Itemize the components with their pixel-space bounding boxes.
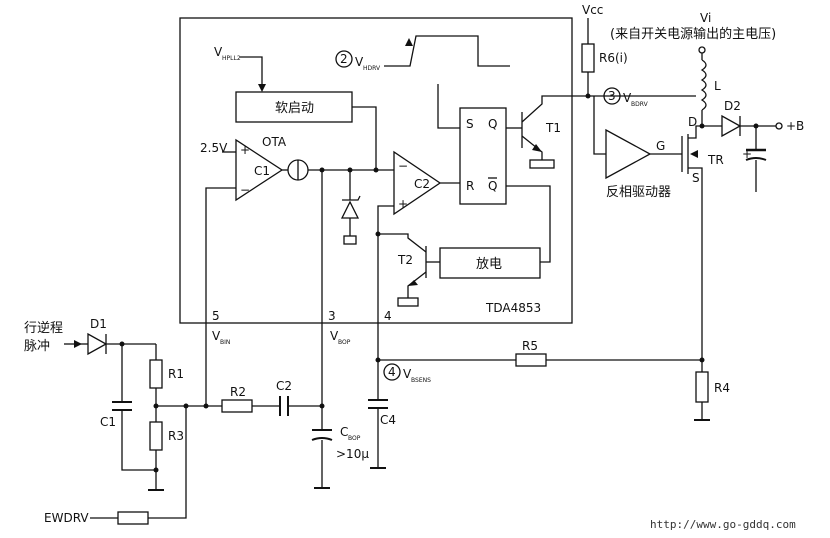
- diode-d1: D1: [80, 317, 156, 356]
- svg-text:R5: R5: [522, 339, 538, 353]
- svg-text:R3: R3: [168, 429, 184, 443]
- vhpll2-input: V HPLL2: [214, 45, 266, 92]
- discharge-block: 放电: [426, 247, 541, 279]
- pin-labels: 5 V BIN 3 V BOP 4: [212, 309, 392, 346]
- svg-text:5: 5: [212, 309, 220, 323]
- internal-zener: [340, 170, 361, 245]
- svg-text:BDRV: BDRV: [631, 101, 649, 108]
- inverting-driver: G 反相驱动器: [593, 96, 682, 200]
- comparator-c2: − + C2: [375, 150, 460, 312]
- capacitor-c1: C1: [100, 344, 156, 471]
- svg-text:BSENS: BSENS: [411, 377, 431, 384]
- svg-text:C2: C2: [276, 379, 292, 393]
- resistor-r4: R4: [694, 360, 730, 421]
- resistor-r5: R5: [378, 339, 705, 367]
- svg-text:脉冲: 脉冲: [24, 339, 50, 354]
- transistor-t2: T2: [378, 233, 427, 307]
- svg-text:>10μ: >10μ: [336, 447, 369, 461]
- svg-text:TR: TR: [707, 153, 724, 167]
- pin3-vbdrv: 3 V BDRV: [603, 87, 649, 108]
- pin2-vhdrv: 2 V HDRV: [335, 35, 510, 72]
- ic-label: TDA4853: [485, 301, 541, 315]
- svg-text:+: +: [240, 143, 250, 157]
- svg-text:OTA: OTA: [262, 135, 287, 149]
- svg-text:EWDRV: EWDRV: [44, 511, 89, 525]
- svg-text:HPLL2: HPLL2: [222, 55, 241, 62]
- svg-text:R2: R2: [230, 385, 246, 399]
- svg-text:D1: D1: [90, 317, 107, 331]
- svg-text:C2: C2: [414, 177, 430, 191]
- svg-text:3: 3: [608, 89, 616, 103]
- svg-text:BOP: BOP: [338, 339, 351, 346]
- svg-text:Vcc: Vcc: [582, 3, 603, 17]
- resistor-r3: R3: [148, 406, 184, 491]
- resistor-r1: R1: [149, 344, 184, 409]
- svg-text:4: 4: [384, 309, 392, 323]
- svg-text:Vi: Vi: [700, 11, 711, 25]
- svg-text:C1: C1: [254, 164, 270, 178]
- svg-text:4: 4: [388, 365, 396, 379]
- svg-text:C4: C4: [380, 413, 396, 427]
- svg-text:BOP: BOP: [348, 435, 361, 442]
- svg-text:+B: +B: [786, 119, 804, 133]
- svg-text:+: +: [742, 147, 752, 161]
- resistor-r2-chain: R2: [156, 312, 280, 413]
- svg-text:放电: 放电: [476, 257, 502, 272]
- svg-text:V: V: [355, 55, 364, 69]
- svg-text:S: S: [466, 117, 474, 131]
- capacitor-cbop: C BOP >10μ: [311, 312, 369, 489]
- svg-text:反相驱动器: 反相驱动器: [606, 185, 671, 200]
- svg-text:R4: R4: [714, 381, 730, 395]
- svg-text:L: L: [714, 79, 721, 93]
- transistor-t1: T1: [521, 95, 588, 169]
- ewdrv-input: EWDRV: [44, 406, 187, 525]
- vi-input: Vi (来自开关电源输出的主电压): [610, 11, 776, 60]
- svg-text:行逆程: 行逆程: [24, 320, 63, 336]
- sr-flipflop: S Q R Q: [437, 84, 551, 263]
- capacitor-c4: C4: [368, 399, 396, 469]
- inductor-l: L: [699, 59, 721, 129]
- vcc-r6: Vcc R6(i): [581, 3, 696, 99]
- svg-text:V: V: [212, 329, 221, 343]
- svg-text:D: D: [688, 115, 697, 129]
- flyback-input: 行逆程 脉冲: [24, 320, 82, 354]
- ic-tda4853: TDA4853: [179, 17, 573, 324]
- svg-text:+: +: [398, 197, 408, 211]
- mosfet-tr: D S TR: [681, 115, 724, 360]
- svg-text:C: C: [340, 425, 348, 439]
- svg-text:T1: T1: [545, 121, 561, 135]
- svg-text:3: 3: [328, 309, 336, 323]
- svg-text:V: V: [214, 45, 223, 59]
- pin4-vbsens: 4 V BSENS: [375, 312, 431, 400]
- svg-text:C1: C1: [100, 415, 116, 429]
- svg-text:−: −: [398, 159, 408, 173]
- svg-text:V: V: [330, 329, 339, 343]
- svg-text:(来自开关电源输出的主电压): (来自开关电源输出的主电压): [610, 26, 776, 42]
- svg-text:BIN: BIN: [220, 339, 230, 346]
- svg-text:−: −: [240, 183, 250, 197]
- ota-comparator-c1: 2.5V + − C1 OTA: [200, 135, 394, 312]
- svg-text:V: V: [623, 91, 632, 105]
- svg-text:R1: R1: [168, 367, 184, 381]
- footer-url: http://www.go-gddq.com: [650, 518, 796, 531]
- svg-text:Q: Q: [488, 117, 497, 131]
- output-capacitor: +: [742, 126, 767, 192]
- svg-text:2: 2: [340, 52, 348, 66]
- svg-text:R: R: [466, 179, 474, 193]
- svg-text:V: V: [403, 367, 412, 381]
- svg-text:Q: Q: [488, 179, 497, 193]
- svg-text:S: S: [692, 171, 700, 185]
- capacitor-c2: C2: [276, 379, 325, 416]
- soft-start-block: 软启动: [235, 91, 377, 170]
- svg-text:T2: T2: [397, 253, 413, 267]
- svg-text:HDRV: HDRV: [363, 65, 381, 72]
- svg-text:G: G: [656, 139, 665, 153]
- svg-text:R6(i): R6(i): [599, 51, 628, 65]
- svg-text:D2: D2: [724, 99, 741, 113]
- svg-text:2.5V: 2.5V: [200, 141, 228, 155]
- svg-text:软启动: 软启动: [275, 101, 314, 116]
- diode-d2: D2 +B: [702, 99, 804, 138]
